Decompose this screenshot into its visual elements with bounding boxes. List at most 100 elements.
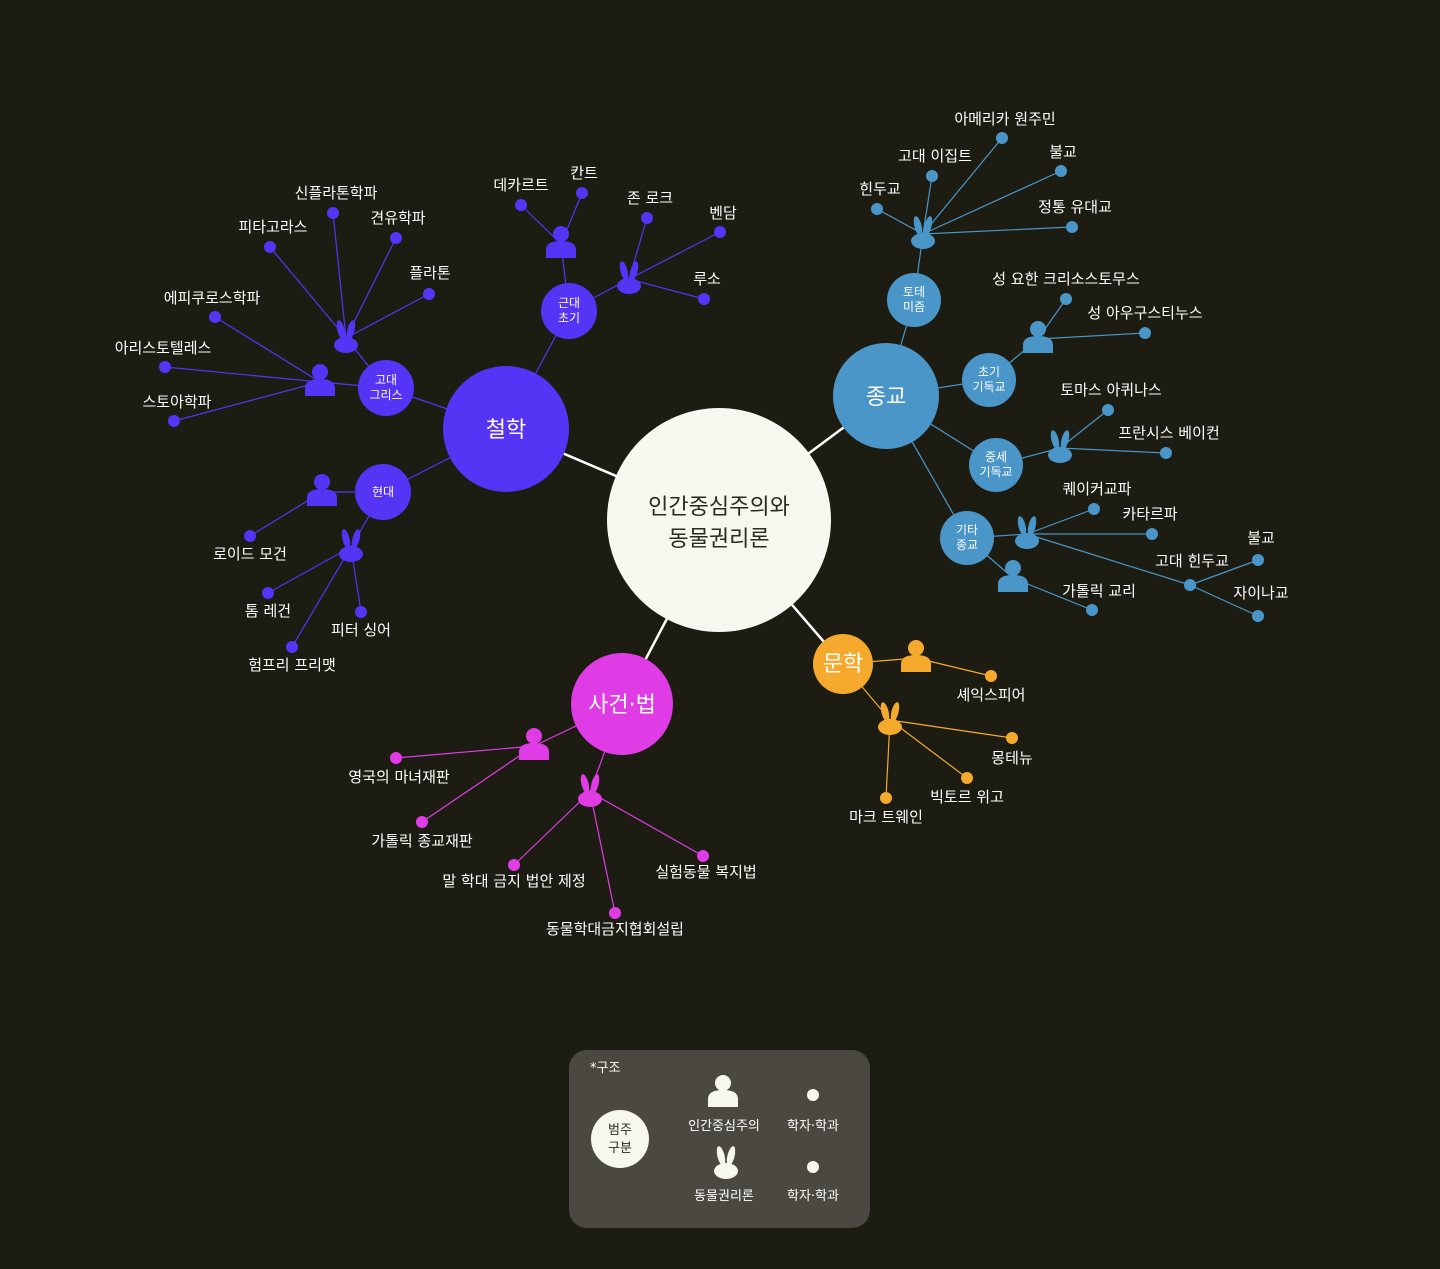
legend-leaf-label: 학자·학과 xyxy=(787,1119,839,1134)
connector-line xyxy=(173,381,321,422)
leaf-label[interactable]: 영국의 마녀재판 xyxy=(348,768,450,786)
legend-leaf-dot xyxy=(807,1089,819,1101)
leaf-label[interactable]: 벤담 xyxy=(709,204,737,222)
leaf-label[interactable]: 아메리카 원주민 xyxy=(954,110,1055,128)
rabbit-icon xyxy=(339,528,363,562)
leaf-dot xyxy=(1086,604,1098,616)
leaf-label[interactable]: 신플라톤학파 xyxy=(295,184,378,202)
legend-title: *구조 xyxy=(590,1061,620,1076)
leaf-label[interactable]: 견유학파 xyxy=(370,209,425,227)
connector-line xyxy=(332,212,347,339)
connector-line xyxy=(876,208,924,235)
leaf-label[interactable]: 고대 이집트 xyxy=(898,147,972,165)
leaf-label[interactable]: 가톨릭 종교재판 xyxy=(371,832,473,850)
leaf-label[interactable]: 아리스토텔레스 xyxy=(115,339,212,357)
leaf-label[interactable]: 가톨릭 교리 xyxy=(1062,582,1136,600)
leaf-label[interactable]: 불교 xyxy=(1247,529,1275,547)
medieval-christianity-line1: 중세 xyxy=(985,450,1007,464)
leaf-label[interactable]: 마크 트웨인 xyxy=(849,808,923,826)
ancient-greece-node[interactable] xyxy=(358,360,414,416)
leaf-label[interactable]: 고대 힌두교 xyxy=(1155,552,1229,570)
leaf-label[interactable]: 실험동물 복지법 xyxy=(655,863,756,881)
leaf-dot xyxy=(697,850,709,862)
connector-line xyxy=(589,791,704,857)
leaf-dot xyxy=(262,587,274,599)
leaf-dot xyxy=(871,203,883,215)
connector-line xyxy=(345,293,430,339)
literature-hub[interactable] xyxy=(813,634,873,694)
legend-leaf-dot xyxy=(807,1161,819,1173)
legend-background xyxy=(569,1050,870,1228)
leaf-label[interactable]: 불교 xyxy=(1049,143,1077,161)
leaf-label[interactable]: 데카르트 xyxy=(493,176,548,194)
person-icon xyxy=(305,364,335,396)
rabbit-icon xyxy=(578,773,602,807)
connector-line xyxy=(214,316,321,383)
center-title-line2: 동물권리론 xyxy=(668,527,769,552)
leaf-label[interactable]: 말 학대 금지 법안 제정 xyxy=(442,872,585,890)
other-religion-line2: 종교 xyxy=(956,538,978,552)
totemism-line2: 미즘 xyxy=(903,300,925,314)
person-icon xyxy=(998,560,1028,592)
literature-branch: 문학 셰익스피어 몽테뉴 빅토르 위고 마크 트웨인 xyxy=(813,634,1033,826)
leaf-label[interactable]: 피타고라스 xyxy=(238,218,307,236)
leaf-label[interactable]: 톰 레건 xyxy=(245,602,291,620)
connector-line xyxy=(513,791,591,866)
leaf-dot xyxy=(416,816,428,828)
leaf-dot xyxy=(355,606,367,618)
religion-hub[interactable] xyxy=(833,343,939,449)
leaf-label[interactable]: 자이나교 xyxy=(1233,584,1288,602)
leaf-label[interactable]: 프란시스 베이컨 xyxy=(1118,424,1219,442)
leaf-dot xyxy=(1088,503,1100,515)
leaf-label[interactable]: 에피쿠로스학파 xyxy=(164,289,261,307)
leaf-label[interactable]: 퀘이커교파 xyxy=(1062,480,1131,498)
leaf-label[interactable]: 성 요한 크리소스토무스 xyxy=(992,270,1140,288)
leaf-label[interactable]: 칸트 xyxy=(570,164,598,182)
leaf-label[interactable]: 루소 xyxy=(693,270,721,288)
connector-line xyxy=(628,278,705,300)
leaf-label[interactable]: 플라톤 xyxy=(409,264,450,282)
modern-node[interactable] xyxy=(355,464,411,520)
center-title-line1: 인간중심주의와 xyxy=(648,495,790,520)
leaf-label[interactable]: 동물학대금지협회설립 xyxy=(546,920,684,938)
literature-hub-label: 문학 xyxy=(823,652,863,677)
leaf-label[interactable]: 힌두교 xyxy=(859,180,900,198)
legend-leaf-label: 학자·학과 xyxy=(787,1189,839,1204)
connector-line xyxy=(1026,508,1095,535)
leaf-label[interactable]: 셰익스피어 xyxy=(956,686,1025,704)
philosophy-hub[interactable] xyxy=(443,366,569,492)
ancient-greece-line2: 그리스 xyxy=(369,388,402,402)
leaf-dot xyxy=(926,170,938,182)
connector-line xyxy=(589,791,616,914)
leaf-label[interactable]: 피터 싱어 xyxy=(331,621,391,639)
leaf-dot xyxy=(641,212,653,224)
philosophy-branch: 철학 고대 그리스 근대 초기 현대 피타고라스 신플라톤학파 견유학파 플라톤… xyxy=(115,164,737,674)
law-hub[interactable] xyxy=(571,653,673,755)
rabbit-icon xyxy=(878,701,902,735)
leaf-label[interactable]: 카타르파 xyxy=(1122,505,1177,523)
connector-line xyxy=(889,719,1013,739)
leaf-dot xyxy=(264,241,276,253)
leaf-label[interactable]: 험프리 프리맷 xyxy=(248,656,336,674)
totemism-node[interactable] xyxy=(887,273,941,327)
leaf-dot xyxy=(985,670,997,682)
early-christianity-node[interactable] xyxy=(962,353,1016,407)
philosophy-hub-label: 철학 xyxy=(486,418,526,443)
early-modern-node[interactable] xyxy=(541,283,597,339)
leaf-dot xyxy=(880,792,892,804)
leaf-label[interactable]: 성 아우구스티누스 xyxy=(1087,304,1202,322)
leaf-label[interactable]: 빅토르 위고 xyxy=(930,788,1004,806)
leaf-label[interactable]: 토마스 아퀴나스 xyxy=(1060,381,1162,399)
leaf-dot xyxy=(1055,165,1067,177)
leaf-dot xyxy=(327,207,339,219)
connector-line xyxy=(164,366,321,383)
leaf-dot xyxy=(244,530,256,542)
medieval-christianity-node[interactable] xyxy=(969,438,1023,492)
leaf-dot xyxy=(1006,732,1018,744)
other-religion-node[interactable] xyxy=(940,511,994,565)
leaf-label[interactable]: 로이드 모건 xyxy=(213,545,287,563)
leaf-label[interactable]: 몽테뉴 xyxy=(991,749,1032,767)
leaf-label[interactable]: 정통 유대교 xyxy=(1038,198,1112,216)
leaf-label[interactable]: 존 로크 xyxy=(627,189,673,207)
leaf-label[interactable]: 스토아학파 xyxy=(142,393,211,411)
